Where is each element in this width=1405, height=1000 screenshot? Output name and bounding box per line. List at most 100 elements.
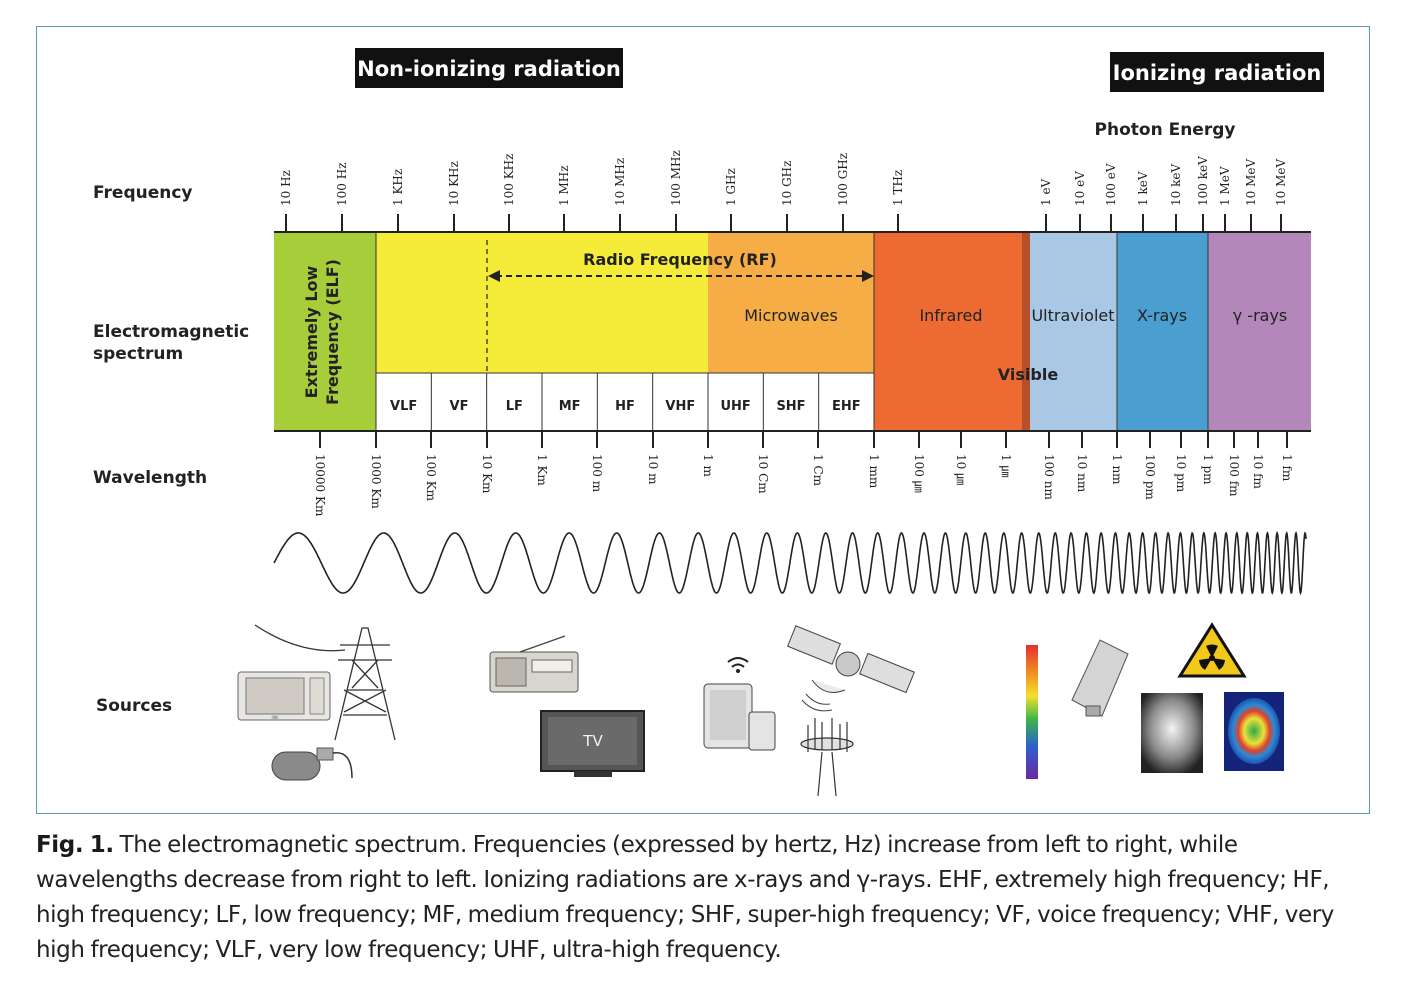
band-radio	[376, 232, 708, 373]
row-label-frequency: Frequency	[93, 183, 193, 203]
radiation-warning-icon	[1177, 622, 1247, 678]
photon-energy-tick-label: 1 eV	[1039, 178, 1053, 206]
wavelength-tick-label: 1 mm	[867, 454, 881, 489]
wavelength-tick-label: 1 Cm	[811, 454, 825, 487]
photon-energy-tick-label: 10 MeV	[1274, 159, 1288, 206]
source-microwave-oven: IIIIII	[237, 671, 331, 721]
band-visible	[1022, 232, 1030, 431]
source-cell-tower	[800, 718, 854, 797]
wavelength-tick-label: 100 pm	[1143, 454, 1157, 500]
band-xrays	[1117, 232, 1208, 431]
band-label-rf: Radio Frequency (RF)	[583, 250, 777, 269]
frequency-tick-label: 10 MHz	[613, 158, 627, 206]
band-label-xrays: X-rays	[1137, 306, 1187, 325]
source-power-tower	[254, 624, 396, 741]
band-label-visible: Visible	[998, 365, 1059, 384]
wavelength-tick-label: 10 m	[646, 454, 660, 485]
sub-band-label: MF	[559, 399, 581, 414]
sub-band-label: VF	[450, 399, 469, 414]
frequency-tick-label: 100 KHz	[502, 154, 516, 206]
wave-illustration	[273, 530, 1307, 596]
source-tablet-phone	[703, 657, 776, 751]
wavelength-scale: 10000 Km 1000 Km 100 Km 10 Km 1 Km 100 m 10 m 1…	[313, 431, 1294, 517]
frequency-tick-label: 10 Hz	[279, 170, 293, 206]
wavelength-tick-label: 10 Cm	[756, 454, 770, 494]
photon-energy-tick-label: 10 eV	[1073, 171, 1087, 206]
band-label-gamma: γ -rays	[1233, 306, 1288, 325]
photon-energy-tick-label: 10 keV	[1169, 164, 1183, 206]
photon-energy-title: Photon Energy	[1095, 120, 1236, 140]
frequency-tick-label: 1 KHz	[391, 169, 405, 206]
photon-energy-tick-label: 1 keV	[1136, 171, 1150, 206]
caption-label: Fig. 1.	[36, 832, 114, 858]
wavelength-tick-label: 10 pm	[1174, 454, 1188, 493]
wavelength-tick-label: 10 ㎛	[954, 454, 968, 485]
wavelength-tick-label: 10 Km	[480, 454, 494, 494]
wavelength-tick-label: 10000 Km	[313, 454, 327, 517]
source-satellite	[786, 625, 915, 712]
sub-band-label: EHF	[832, 399, 861, 414]
wavelength-tick-label: 100 nm	[1042, 454, 1056, 500]
non-ionizing-label: Non-ionizing radiation	[357, 57, 621, 81]
sub-band-label: UHF	[721, 399, 751, 414]
frequency-tick-label: 10 KHz	[447, 161, 461, 206]
band-label-elf-1: Extremely Low	[302, 265, 321, 398]
frequency-tick-label: 100 MHz	[669, 150, 683, 206]
wavelength-tick-label: 10 fm	[1251, 454, 1265, 490]
band-ultraviolet	[1030, 232, 1117, 431]
sub-band-label: SHF	[776, 399, 805, 414]
caption-text: The electromagnetic spectrum. Frequencie…	[36, 832, 1335, 963]
tv-label: TV	[582, 732, 603, 750]
figure-frame	[36, 26, 1370, 814]
source-tv: TV	[540, 710, 645, 777]
frequency-tick-label: 1 THz	[891, 170, 905, 206]
non-ionizing-badge: Non-ionizing radiation	[355, 48, 623, 88]
band-elf	[274, 232, 376, 431]
frequency-tick-label: 10 GHz	[780, 161, 794, 206]
wavelength-tick-label: 10 nm	[1075, 454, 1089, 493]
wavelength-tick-label: 1 m	[701, 454, 715, 477]
wavelength-tick-label: 1 nm	[1110, 454, 1124, 485]
ionizing-badge: Ionizing radiation	[1110, 52, 1324, 92]
sub-band-label: VLF	[390, 399, 417, 414]
row-label-em-spectrum-1: Electromagnetic	[93, 322, 249, 342]
sub-band-label: LF	[506, 399, 523, 414]
band-infrared	[874, 232, 1022, 431]
wavelength-tick-label: 1 Km	[535, 454, 549, 486]
source-hair-dryer	[271, 747, 353, 781]
wavelength-tick-label: 100 m	[590, 454, 604, 493]
band-label-infrared: Infrared	[919, 306, 982, 325]
spectrum-diagram: Non-ionizing radiation Ionizing radiatio…	[93, 48, 1324, 797]
ionizing-label: Ionizing radiation	[1113, 61, 1322, 85]
figure-caption: Fig. 1. The electromagnetic spectrum. Fr…	[36, 828, 1370, 968]
source-pet-brain-scan	[1224, 692, 1284, 771]
row-label-sources: Sources	[96, 696, 172, 716]
band-label-ultraviolet: Ultraviolet	[1031, 306, 1114, 325]
sub-band-label: HF	[615, 399, 635, 414]
wavelength-tick-label: 100 Km	[424, 454, 438, 502]
photon-energy-tick-label: 1 MeV	[1218, 166, 1232, 206]
wavelength-tick-label: 1000 Km	[369, 454, 383, 509]
source-uv-lamp	[1071, 639, 1129, 717]
frequency-tick-label: 1 MHz	[557, 165, 571, 206]
spectrum-bar: VLF VF LF MF HF VHF UHF SHF EHF Radio Frequency …	[274, 231, 1311, 432]
sub-band-label: VHF	[665, 399, 695, 414]
microwave-brand: IIIIII	[271, 715, 278, 720]
band-label-microwaves: Microwaves	[744, 306, 838, 325]
wavelength-tick-label: 1 ㎛	[999, 454, 1013, 477]
photon-energy-tick-label: 100 keV	[1196, 156, 1210, 206]
band-gamma	[1208, 232, 1311, 431]
frequency-tick-label: 1 GHz	[724, 168, 738, 206]
row-label-wavelength: Wavelength	[93, 468, 207, 488]
wavelength-tick-label: 100 ㎛	[912, 454, 926, 493]
band-label-elf-2: Frequency (ELF)	[323, 259, 342, 405]
wavelength-tick-label: 1 fm	[1280, 454, 1294, 482]
sub-band-row: VLF VF LF MF HF VHF UHF SHF EHF	[390, 373, 861, 431]
band-microwaves	[708, 232, 874, 373]
source-chest-xray	[1141, 693, 1203, 773]
frequency-tick-label: 100 GHz	[836, 153, 850, 206]
wavelength-tick-label: 1 pm	[1201, 454, 1215, 485]
source-radio	[489, 635, 579, 693]
